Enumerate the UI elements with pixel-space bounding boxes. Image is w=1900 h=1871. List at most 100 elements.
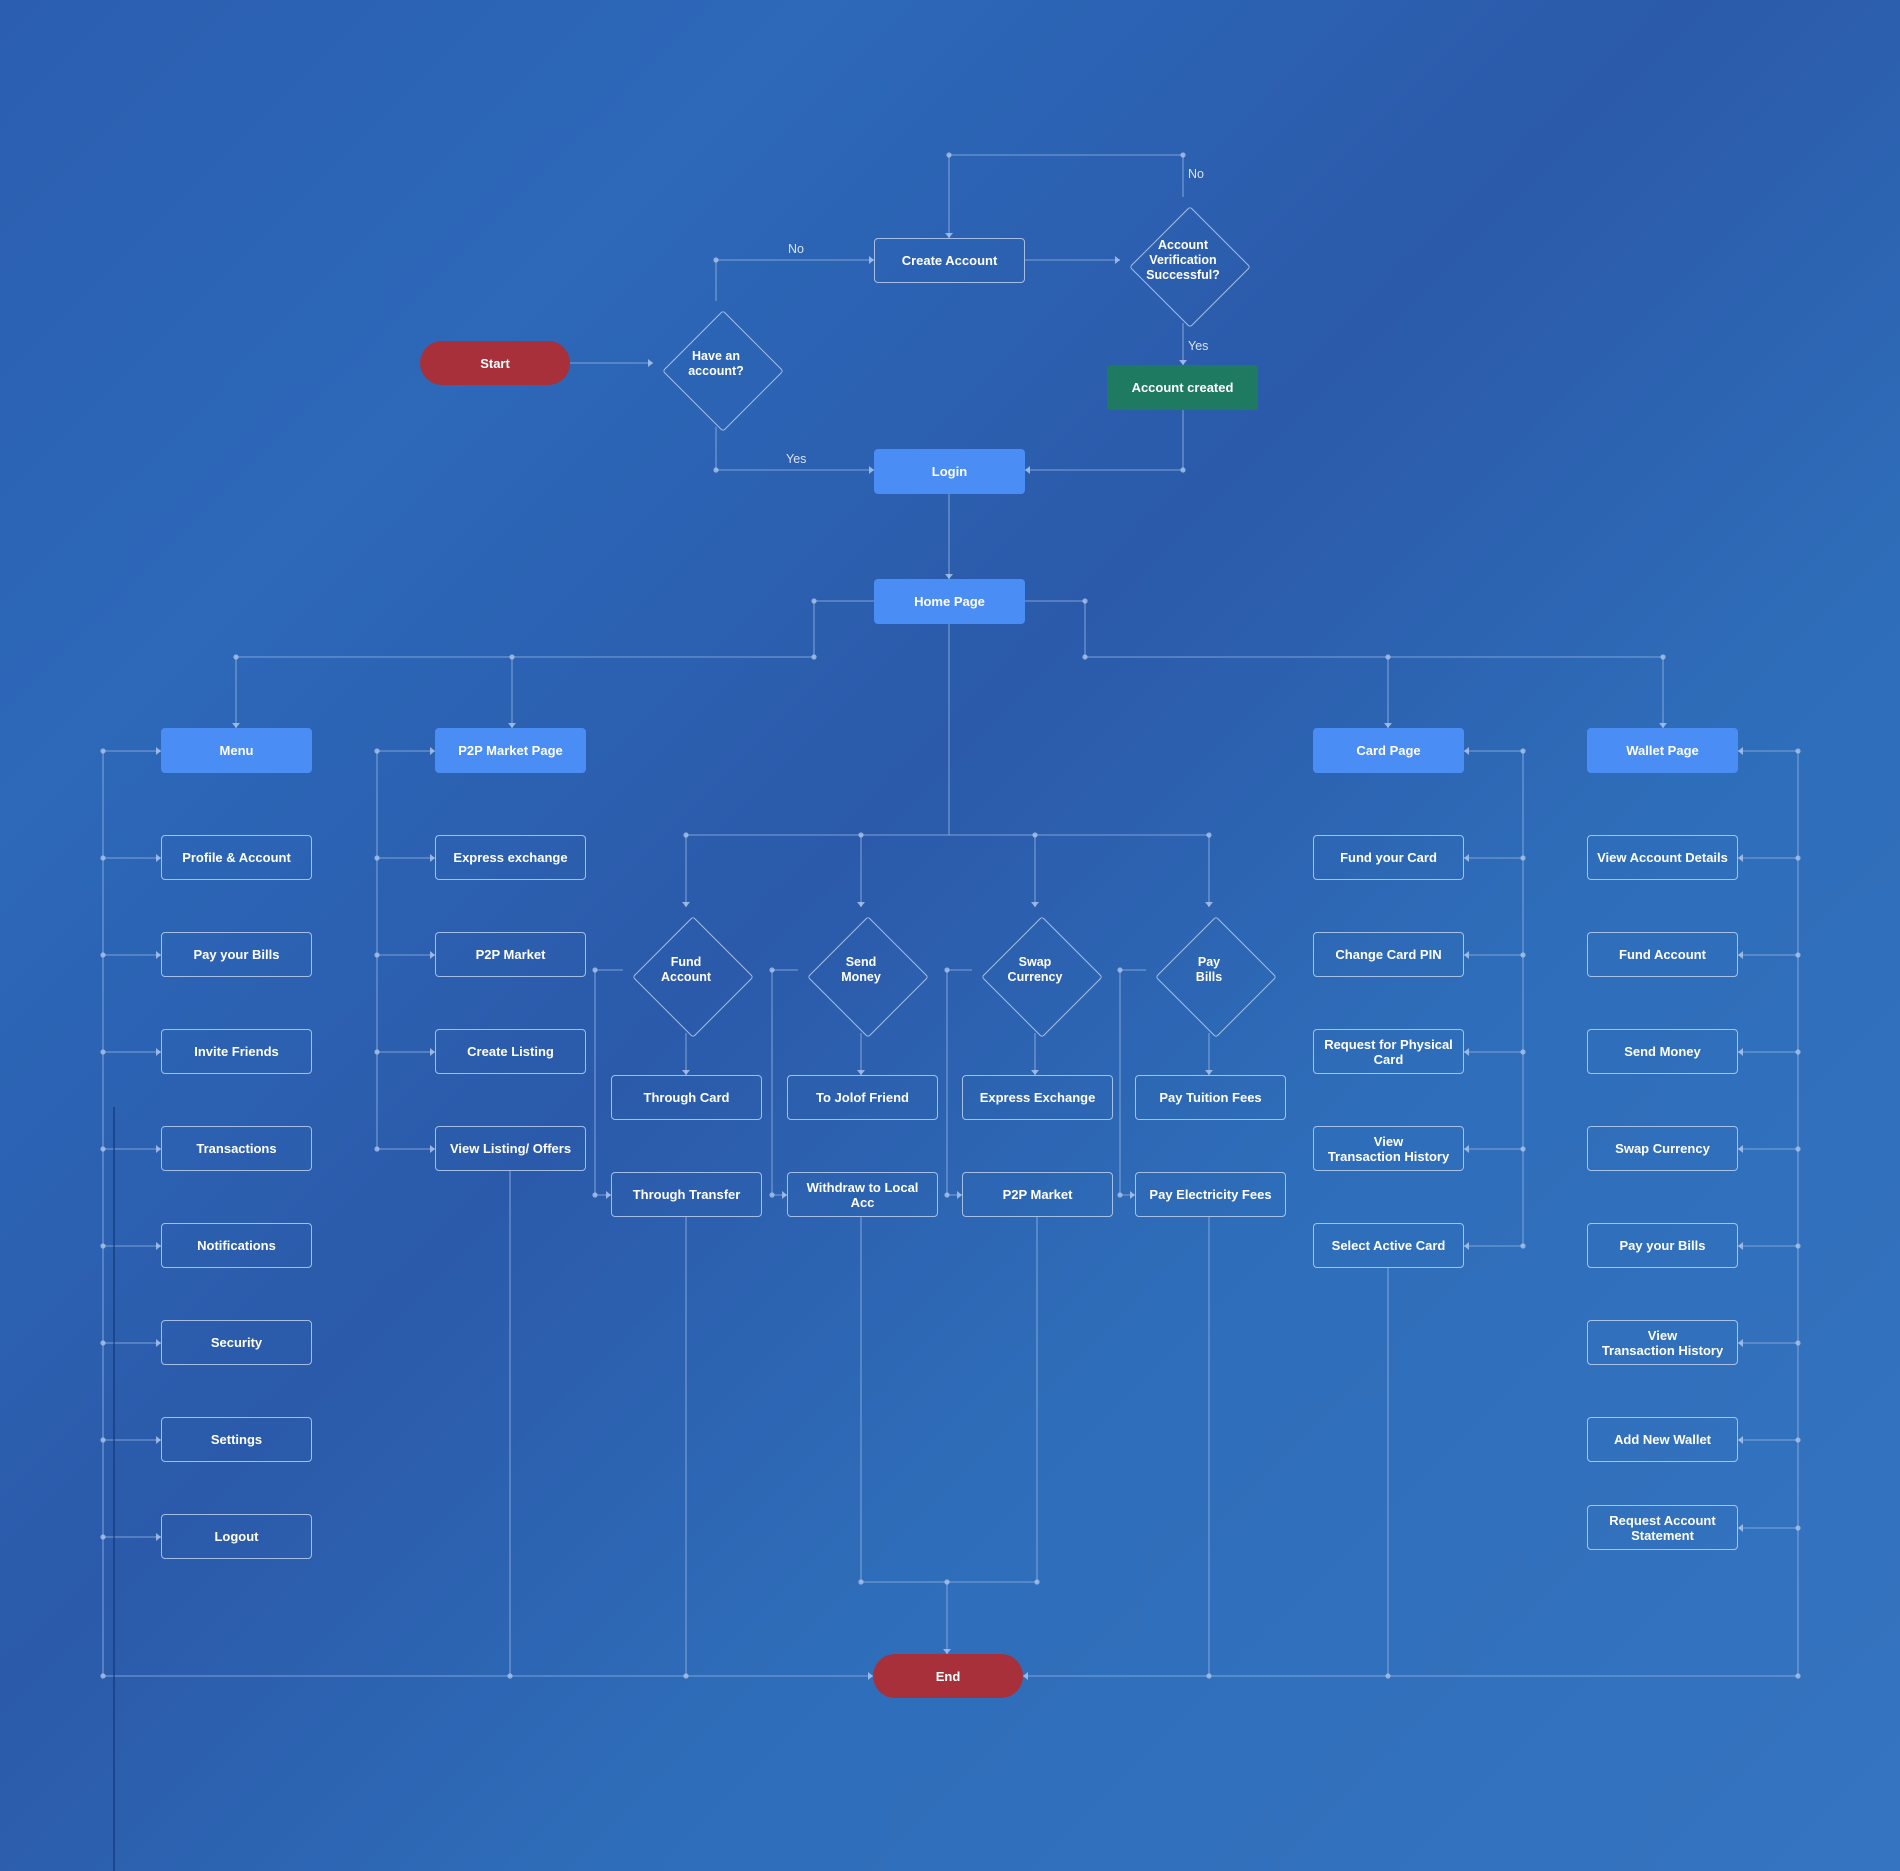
login-node[interactable]: Login [874, 449, 1025, 494]
junction-dot [1082, 654, 1088, 660]
pay-bills-decision[interactable]: Pay Bills [1146, 907, 1277, 1038]
menu-item-security[interactable]: Security [161, 1320, 312, 1365]
card-item-transaction-history[interactable]: View Transaction History [1313, 1126, 1464, 1171]
junction-dot [769, 1192, 775, 1198]
create-account-node[interactable]: Create Account [874, 238, 1025, 283]
wallet-item-swap-currency[interactable]: Swap Currency [1587, 1126, 1738, 1171]
junction-dot [100, 1437, 106, 1443]
wallet-item-fund-account[interactable]: Fund Account [1587, 932, 1738, 977]
junction-dot [1206, 1673, 1212, 1679]
card-item-request-physical[interactable]: Request for Physical Card [1313, 1029, 1464, 1074]
connector-line [948, 154, 1184, 238]
arrowhead [1738, 1436, 1743, 1444]
menu-node[interactable]: Menu [161, 728, 312, 773]
arrowhead [1023, 1672, 1028, 1680]
verification-decision[interactable]: Account Verification Successful? [1120, 197, 1251, 328]
arrowhead [782, 1191, 787, 1199]
send-money-decision[interactable]: Send Money [798, 907, 929, 1038]
junction-dot [769, 967, 775, 973]
arrowhead [1115, 256, 1120, 264]
wallet-item-request-statement[interactable]: Request Account Statement [1587, 1505, 1738, 1550]
option-through-transfer[interactable]: Through Transfer [611, 1172, 762, 1217]
menu-item-logout[interactable]: Logout [161, 1514, 312, 1559]
arrowhead [648, 359, 653, 367]
junction-dot [811, 654, 817, 660]
card-item-change-pin[interactable]: Change Card PIN [1313, 932, 1464, 977]
arrowhead [156, 1436, 161, 1444]
option-jolof-friend[interactable]: To Jolof Friend [787, 1075, 938, 1120]
junction-dot [1795, 1340, 1801, 1346]
menu-item-profile-account[interactable]: Profile & Account [161, 835, 312, 880]
junction-dot [944, 1579, 950, 1585]
start-terminal[interactable]: Start [420, 341, 570, 385]
option-electricity-fees[interactable]: Pay Electricity Fees [1135, 1172, 1286, 1217]
connector-line [594, 969, 623, 1196]
arrowhead [1738, 1242, 1743, 1250]
option-p2p-market[interactable]: P2P Market [962, 1172, 1113, 1217]
junction-dot [1520, 952, 1526, 958]
wallet-page-node[interactable]: Wallet Page [1587, 728, 1738, 773]
junction-dot [100, 1243, 106, 1249]
arrowhead [1738, 951, 1743, 959]
account-created-node[interactable]: Account created [1107, 365, 1258, 410]
menu-item-invite-friends[interactable]: Invite Friends [161, 1029, 312, 1074]
menu-item-transactions[interactable]: Transactions [161, 1126, 312, 1171]
arrowhead [1179, 360, 1187, 365]
edge-label-yes: Yes [786, 452, 807, 466]
card-page-node[interactable]: Card Page [1313, 728, 1464, 773]
option-through-card[interactable]: Through Card [611, 1075, 762, 1120]
option-tuition-fees[interactable]: Pay Tuition Fees [1135, 1075, 1286, 1120]
junction-dot [507, 1673, 513, 1679]
junction-dot [858, 832, 864, 838]
option-withdraw-local[interactable]: Withdraw to Local Acc [787, 1172, 938, 1217]
junction-dot [1795, 1243, 1801, 1249]
card-item-fund-card[interactable]: Fund your Card [1313, 835, 1464, 880]
arrowhead [869, 466, 874, 474]
junction-dot [946, 152, 952, 158]
junction-dot [100, 1673, 106, 1679]
wallet-item-transaction-history[interactable]: View Transaction History [1587, 1320, 1738, 1365]
junction-dot [592, 1192, 598, 1198]
arrowhead [1464, 1145, 1469, 1153]
wallet-item-view-details[interactable]: View Account Details [1587, 835, 1738, 880]
end-terminal[interactable]: End [873, 1654, 1023, 1698]
fund-account-decision[interactable]: Fund Account [623, 907, 754, 1038]
junction-dot [100, 1049, 106, 1055]
junction-dot [592, 967, 598, 973]
connector-line [946, 969, 972, 1196]
option-express-exchange[interactable]: Express Exchange [962, 1075, 1113, 1120]
decision-label: Have an account? [688, 349, 744, 378]
arrowhead [156, 951, 161, 959]
arrowhead [430, 1048, 435, 1056]
p2p-market-page-node[interactable]: P2P Market Page [435, 728, 586, 773]
junction-dot [374, 748, 380, 754]
connector-line [860, 1217, 1038, 1583]
p2p-item-view-listing[interactable]: View Listing/ Offers [435, 1126, 586, 1171]
card-item-select-active[interactable]: Select Active Card [1313, 1223, 1464, 1268]
p2p-item-create-listing[interactable]: Create Listing [435, 1029, 586, 1074]
decision-label: Pay Bills [1195, 955, 1223, 984]
junction-dot [100, 952, 106, 958]
junction-dot [858, 1579, 864, 1585]
swap-currency-decision[interactable]: Swap Currency [972, 907, 1103, 1038]
junction-dot [374, 855, 380, 861]
arrowhead [430, 747, 435, 755]
wallet-item-send-money[interactable]: Send Money [1587, 1029, 1738, 1074]
menu-item-settings[interactable]: Settings [161, 1417, 312, 1462]
home-page-node[interactable]: Home Page [874, 579, 1025, 624]
p2p-item-p2p-market[interactable]: P2P Market [435, 932, 586, 977]
have-account-decision[interactable]: Have an account? [653, 301, 784, 432]
menu-item-pay-bills[interactable]: Pay your Bills [161, 932, 312, 977]
decision-label: Send Money [841, 955, 881, 984]
decision-label: Swap Currency [1007, 955, 1063, 984]
wallet-item-add-wallet[interactable]: Add New Wallet [1587, 1417, 1738, 1462]
menu-item-notifications[interactable]: Notifications [161, 1223, 312, 1268]
wallet-item-pay-bills[interactable]: Pay your Bills [1587, 1223, 1738, 1268]
junction-dot [713, 467, 719, 473]
junction-dot [100, 748, 106, 754]
junction-dot [1795, 952, 1801, 958]
p2p-item-express-exchange[interactable]: Express exchange [435, 835, 586, 880]
arrowhead [1738, 747, 1743, 755]
